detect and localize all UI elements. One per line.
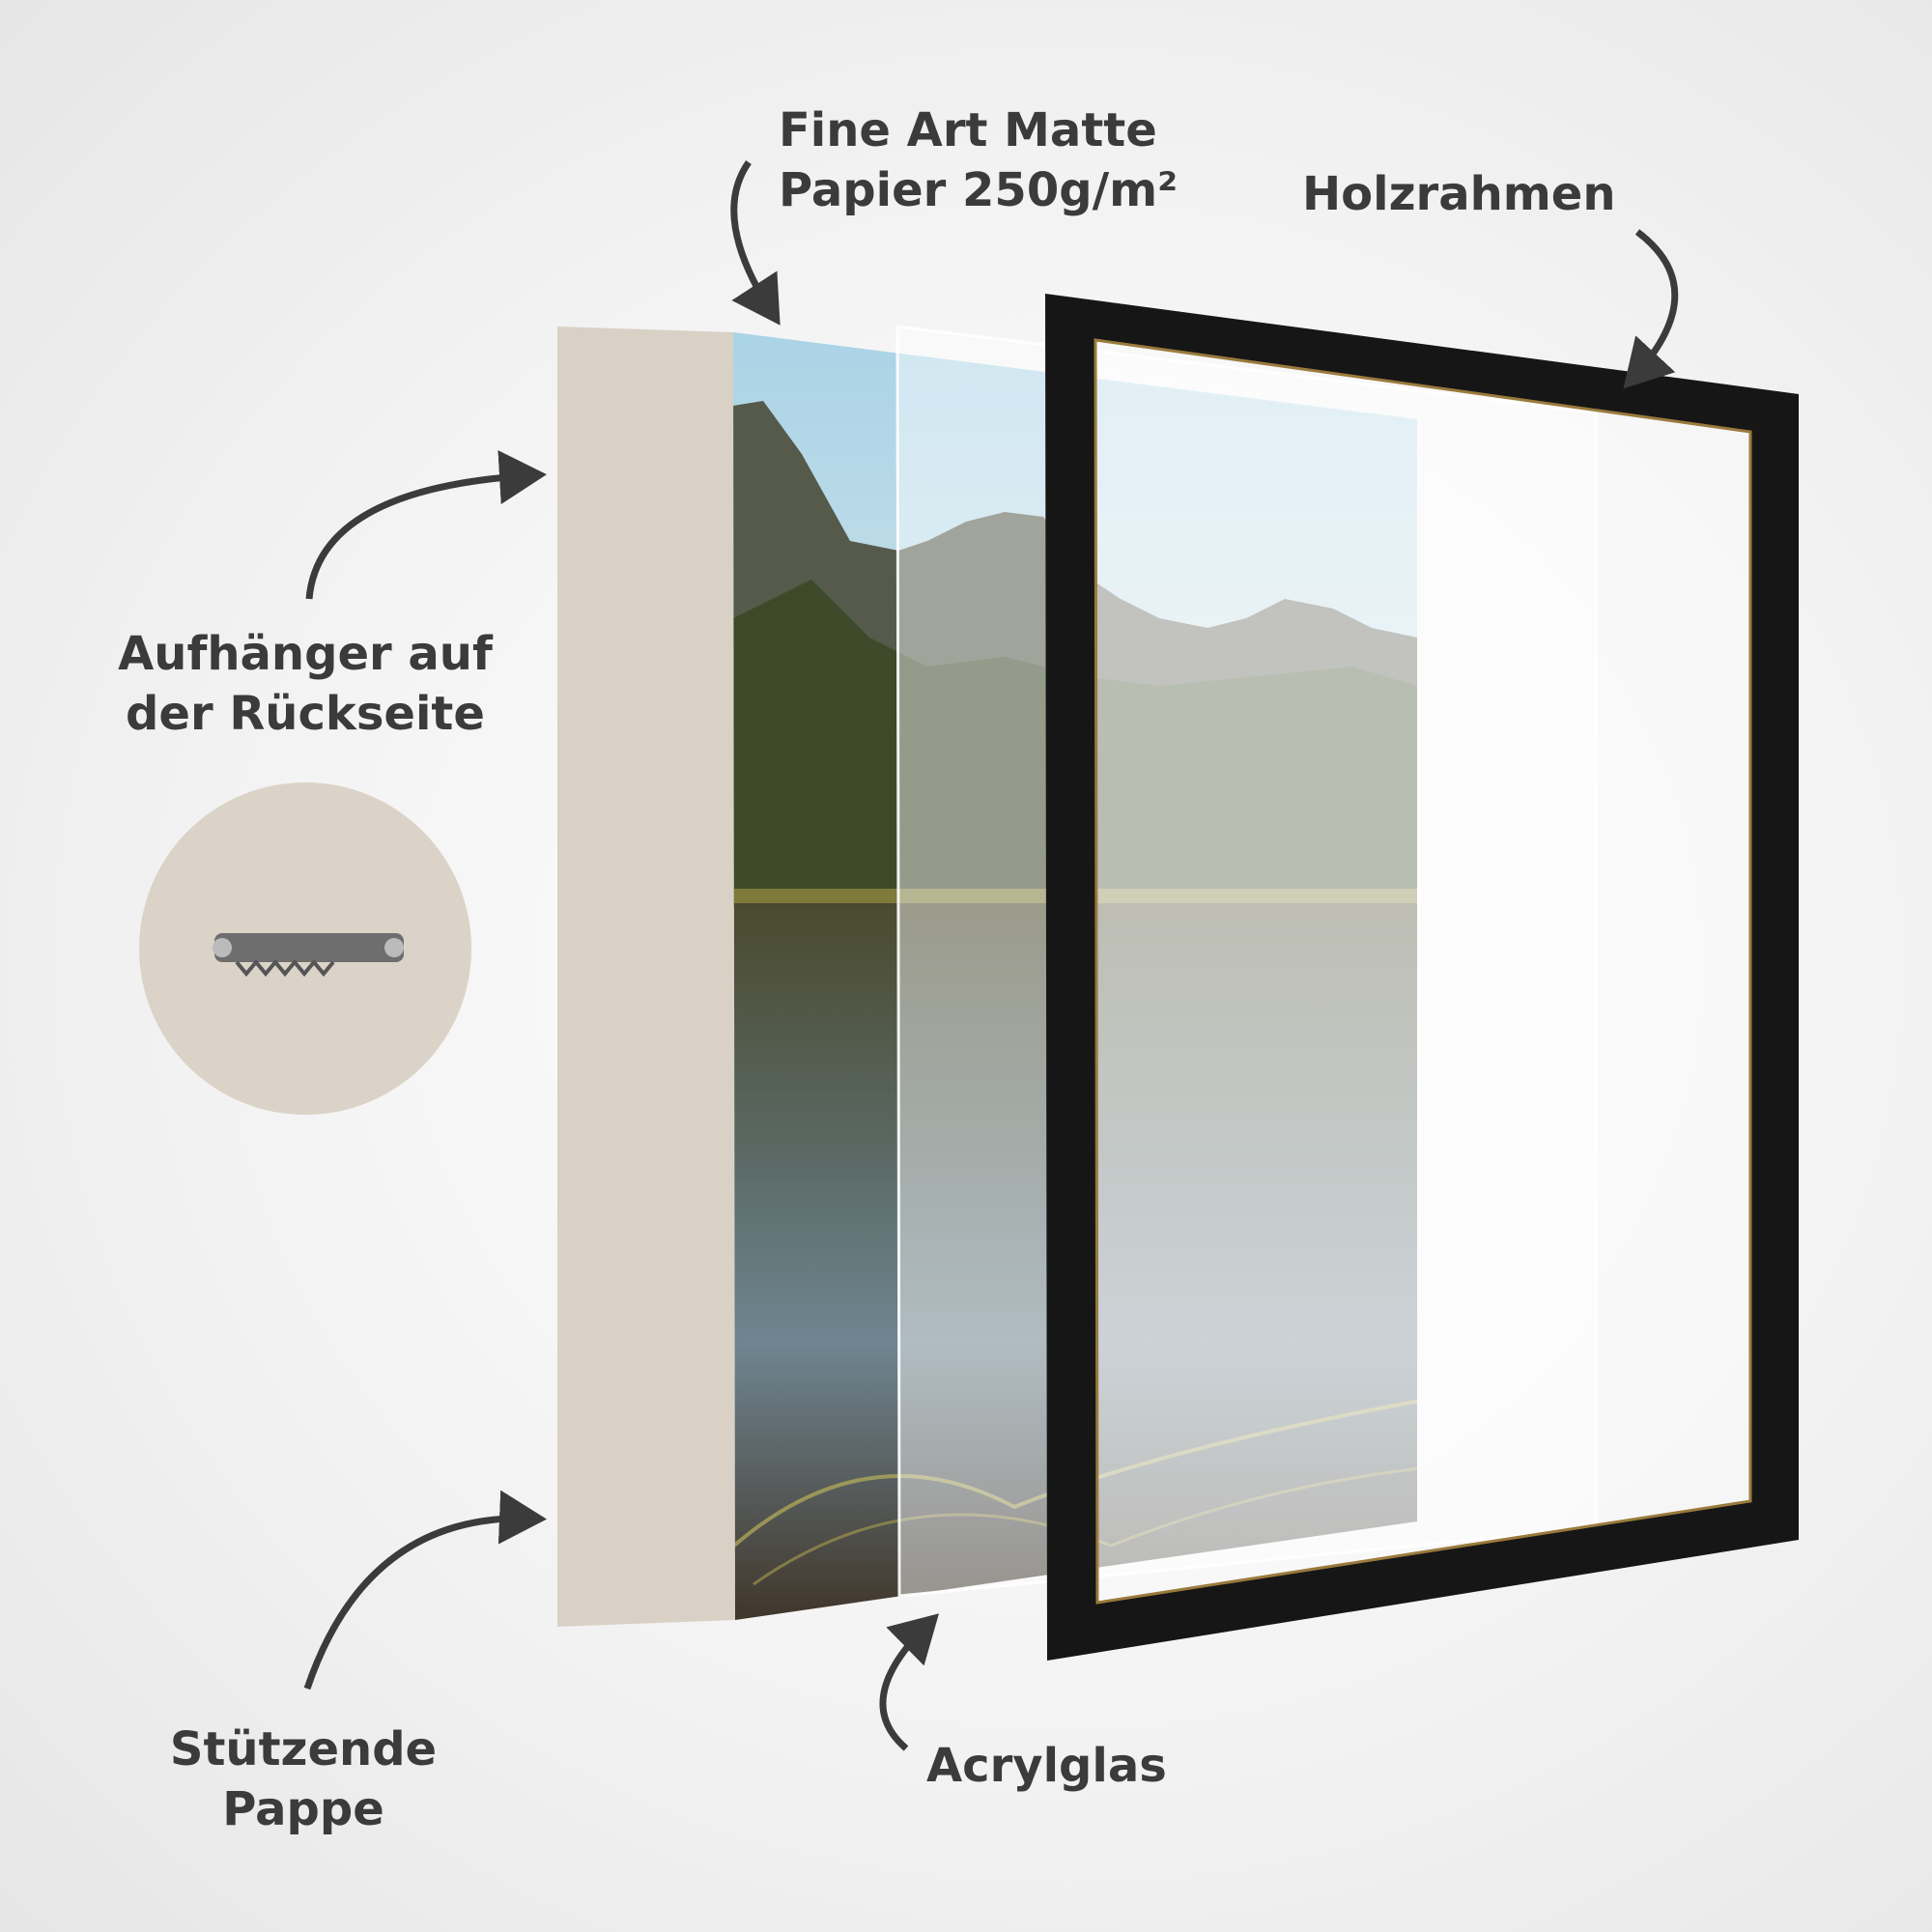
arrow-backing	[303, 1490, 547, 1690]
label-acrylic: Acrylglas	[926, 1739, 1167, 1793]
label-paper: Fine Art Matte Papier 250g/m²	[779, 100, 1178, 220]
label-backing-line2: Pappe	[222, 1782, 384, 1836]
label-hanger: Aufhänger auf der Rückseite	[118, 624, 493, 744]
label-frame: Holzrahmen	[1302, 167, 1616, 221]
label-hanger-line1: Aufhänger auf	[118, 627, 493, 681]
arrow-frame	[1623, 229, 1679, 389]
label-backing: Stützende Pappe	[170, 1719, 437, 1839]
label-hanger-line2: der Rückseite	[126, 687, 485, 741]
wooden-frame	[1045, 294, 1799, 1661]
label-paper-line1: Fine Art Matte	[779, 103, 1157, 157]
arrow-paper	[730, 159, 781, 326]
hanger-detail	[139, 782, 471, 1115]
label-paper-line2: Papier 250g/m²	[779, 163, 1179, 217]
sawtooth-hanger-icon	[214, 933, 404, 962]
backing-cardboard	[557, 327, 735, 1627]
arrow-acrylic	[879, 1613, 940, 1751]
arrow-hanger	[305, 450, 547, 600]
label-backing-line1: Stützende	[169, 1722, 438, 1776]
